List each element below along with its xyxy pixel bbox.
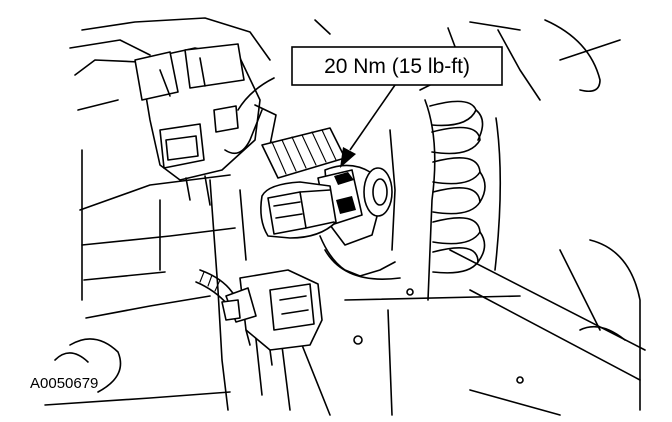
leader-arrowhead	[340, 147, 356, 168]
callout-box	[291, 46, 503, 86]
lower-connector	[221, 269, 323, 366]
leader-line	[349, 84, 396, 151]
coil-spring	[429, 100, 502, 274]
wiring-harness	[195, 127, 346, 306]
torque-callout: 20 Nm (15 lb-ft)	[291, 46, 503, 168]
figure-id-label: A0050679	[30, 375, 98, 392]
upper-connector	[134, 43, 277, 206]
sensor	[260, 164, 401, 280]
torque-spec-label: 20 Nm (15 lb-ft)	[324, 55, 470, 78]
